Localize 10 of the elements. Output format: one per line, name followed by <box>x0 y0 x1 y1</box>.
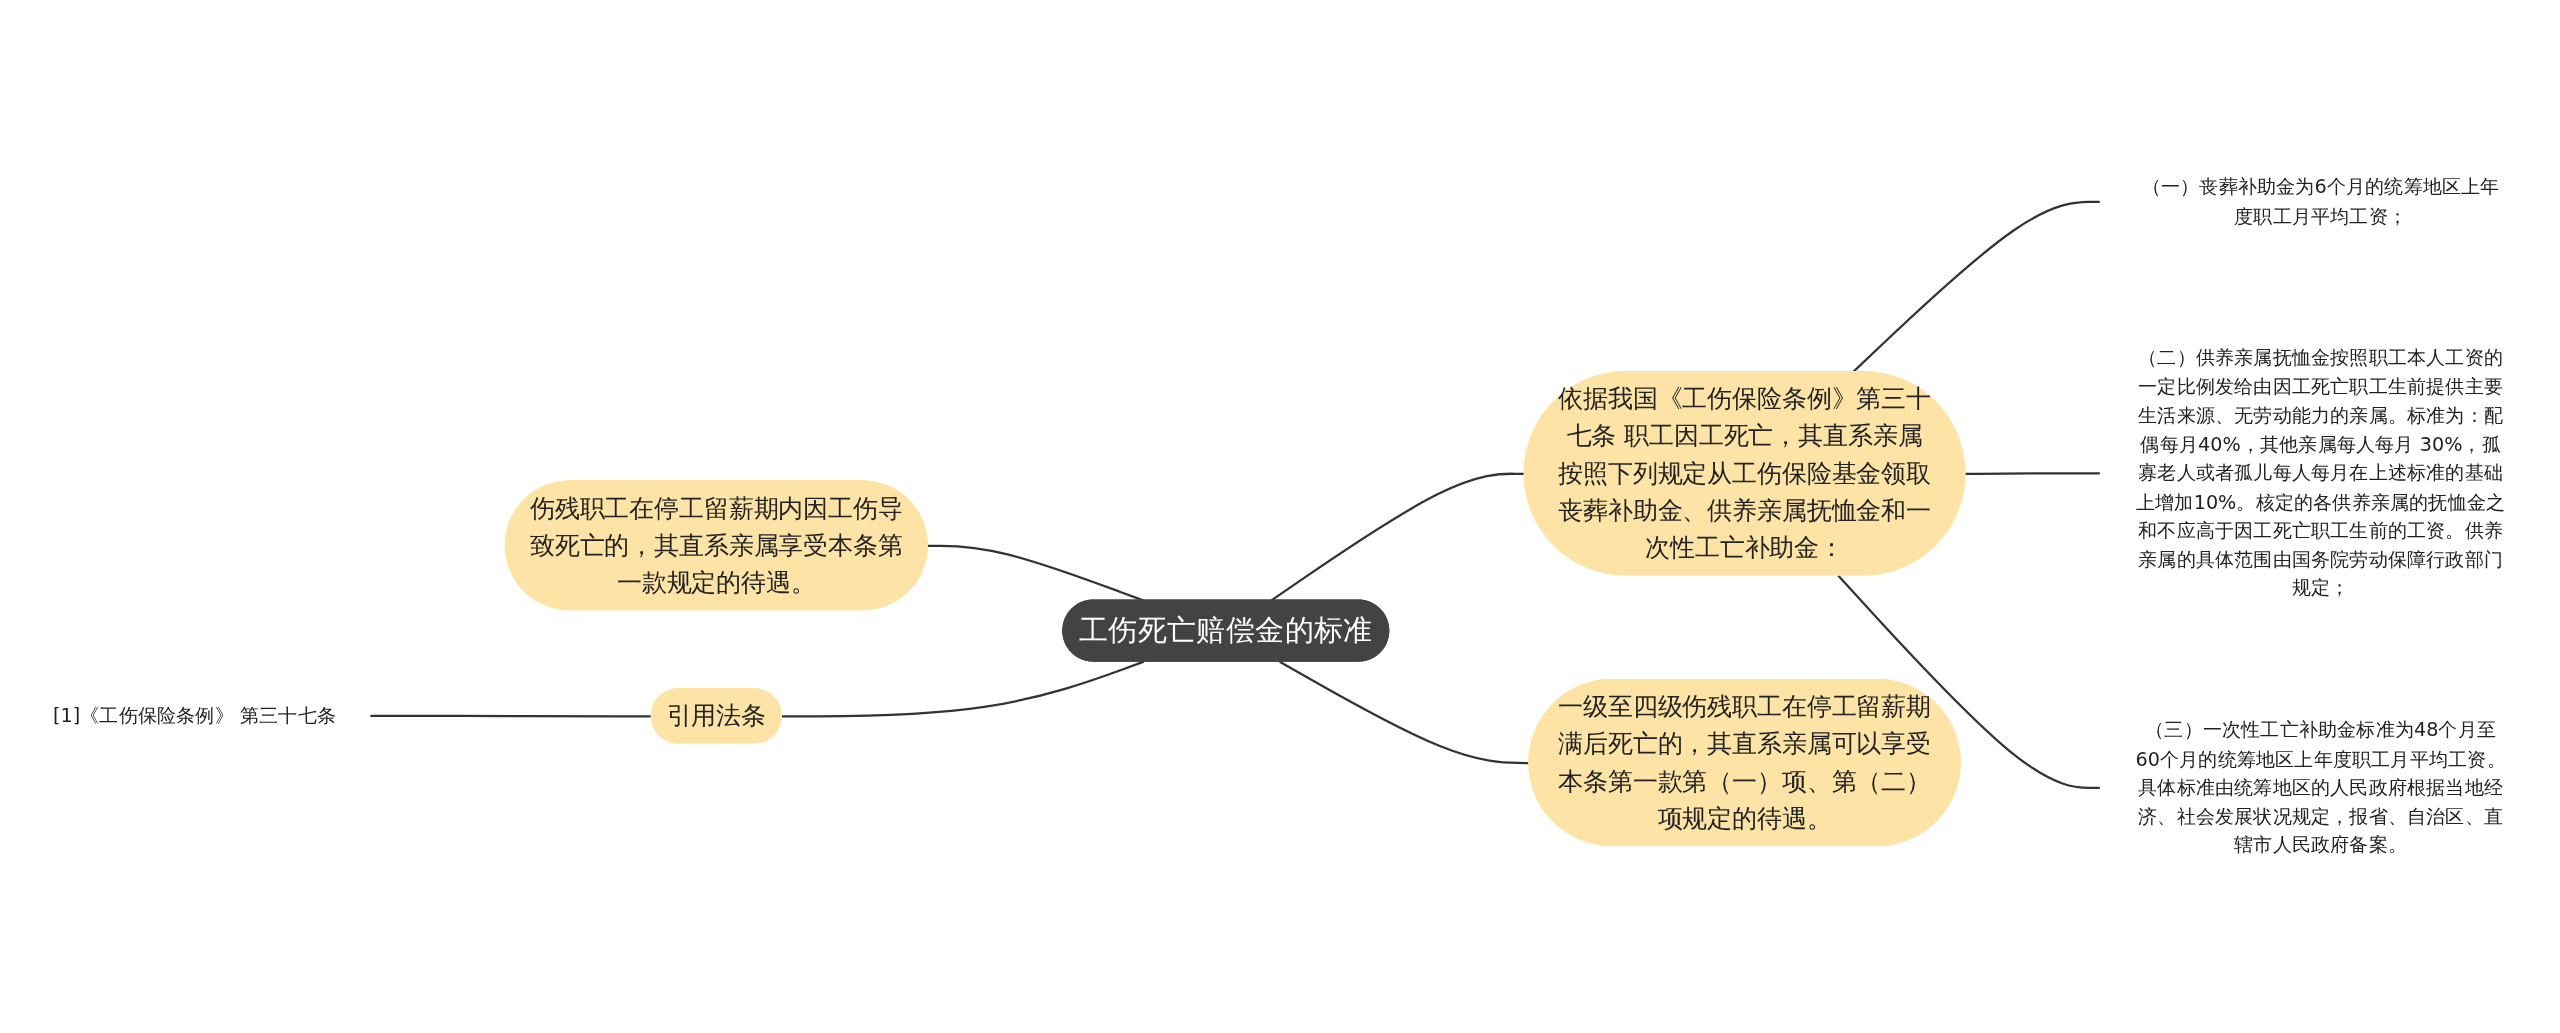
connector <box>1852 200 2101 373</box>
connector <box>369 714 652 718</box>
node-text: （二）供养亲属抚恤金按照职工本人工资的一定比例发给由因工死亡职工生前提供主要生活来源、无劳动能力的亲属。标准为：配偶每月40%，其他亲属每人每月 30%，孤寡老人或者孤儿每人每月在上述标准的基础上增加10%。核定的各供养亲属的抚恤金之和不应高于因工死亡职工生前的工资。供养亲属的具体范围由国务院劳动保障行政部门规定； <box>2136 345 2506 599</box>
connector <box>1837 574 2101 790</box>
connector <box>1965 472 2101 475</box>
connector <box>1270 472 1525 602</box>
node-text: （三）一次性工亡补助金标准为48个月至60个月的统筹地区上年度职工月平均工资。具体标准由统筹地区的人民政府根据当地经济、社会发展状况规定，报省、自治区、直辖市人民政府备案。 <box>2135 718 2506 856</box>
node-text: （一）丧葬补助金为6个月的统筹地区上年度职工月平均工资； <box>2141 175 2500 227</box>
connector <box>781 660 1145 718</box>
node-text: [1]《工伤保险条例》 第三十七条 <box>52 703 336 727</box>
